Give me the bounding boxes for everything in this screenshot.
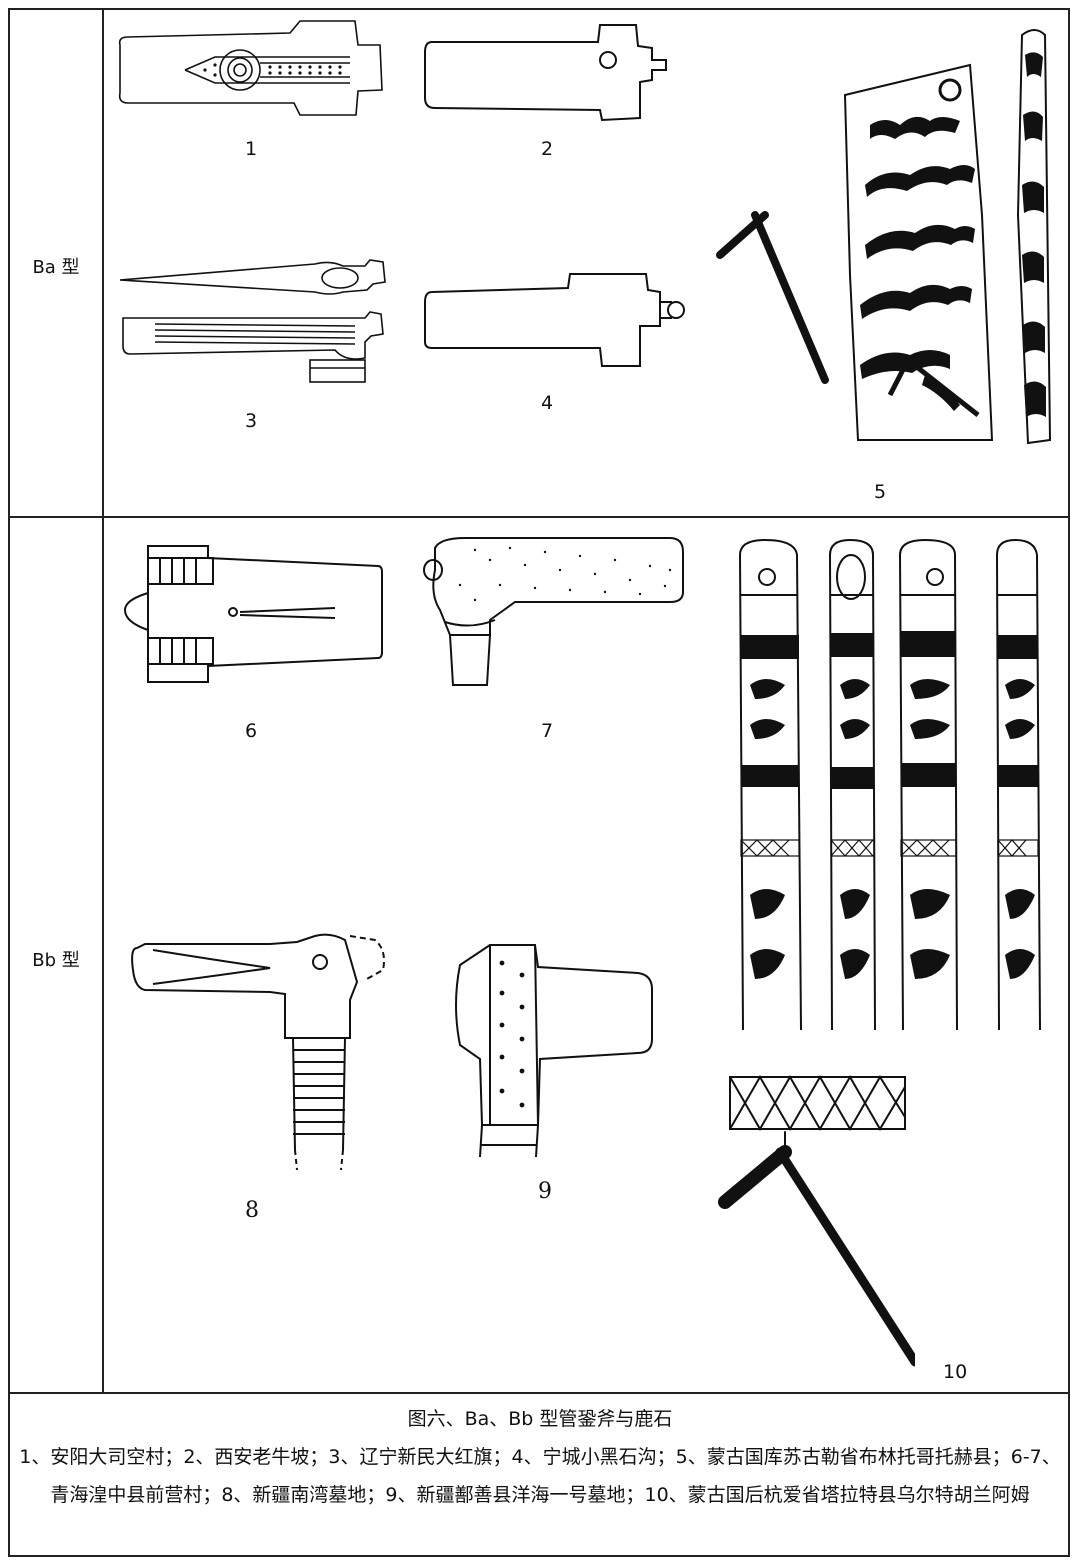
figure-number-6: 6 xyxy=(245,720,258,742)
figure-number-8: 8 xyxy=(245,1198,259,1223)
figure-number-10: 10 xyxy=(943,1361,968,1383)
axe-figure-7 xyxy=(423,537,684,686)
axe-figure-8 xyxy=(131,933,385,1171)
hammer-axe-figure-10 xyxy=(718,1074,915,1367)
axe-figure-1 xyxy=(118,20,383,116)
caption-divider xyxy=(8,1392,1070,1394)
figure-number-5: 5 xyxy=(874,481,887,503)
figure-number-4: 4 xyxy=(541,392,554,414)
axe-figure-6 xyxy=(123,545,383,683)
axe-figure-4 xyxy=(424,273,685,367)
row-label-bb: Bb 型 xyxy=(32,950,80,971)
deer-stone-figure-10 xyxy=(739,538,1041,1031)
axe-figure-3 xyxy=(119,259,386,383)
figure-number-9: 9 xyxy=(538,1179,552,1204)
figure-number-2: 2 xyxy=(541,138,554,160)
figure-caption-title: 图六、Ba、Bb 型管銎斧与鹿石 xyxy=(407,1408,673,1430)
axe-figure-9 xyxy=(455,944,653,1158)
figure-number-3: 3 xyxy=(245,410,258,432)
row-label-ba: Ba 型 xyxy=(32,257,80,278)
axe-figure-2 xyxy=(424,24,667,122)
label-column-divider xyxy=(102,8,104,1394)
figure-number-1: 1 xyxy=(245,138,258,160)
figure-number-7: 7 xyxy=(541,720,554,742)
row-divider xyxy=(8,516,1070,518)
figure-caption-text: 1、安阳大司空村；2、西安老牛坡；3、辽宁新民大红旗；4、宁城小黑石沟；5、蒙古… xyxy=(19,1446,1061,1506)
deer-stone-figure-5 xyxy=(716,29,1052,445)
figure-table-frame xyxy=(8,8,1070,1557)
